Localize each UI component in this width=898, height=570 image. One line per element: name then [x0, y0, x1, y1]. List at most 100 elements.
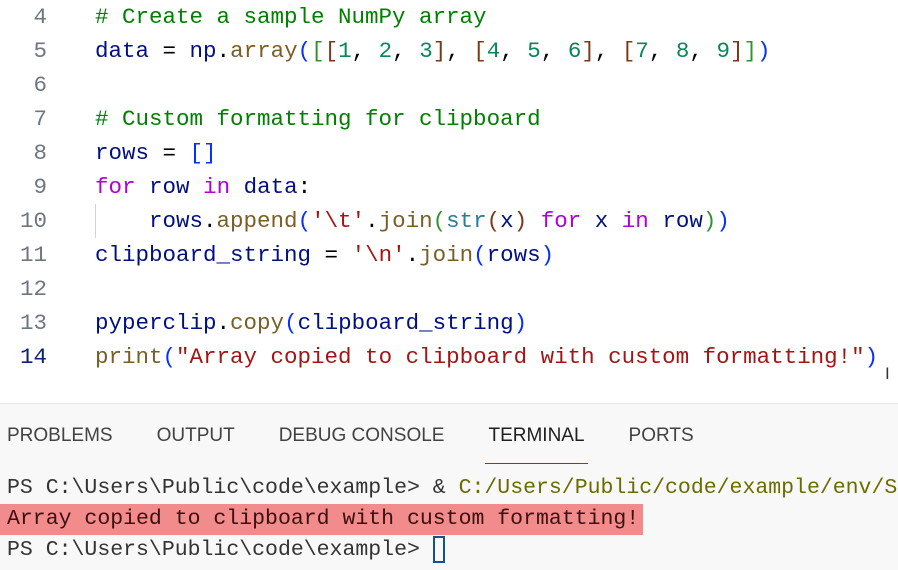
line-number: 14: [19, 344, 47, 370]
code-text: print("Array copied to clipboard with cu…: [95, 340, 878, 374]
code-token: [: [473, 38, 487, 64]
code-token: 6: [567, 38, 582, 64]
line-number: 12: [19, 276, 47, 302]
code-token: [: [311, 38, 325, 64]
code-token: ,: [500, 38, 528, 64]
code-token: (: [284, 310, 298, 336]
code-token: rows: [486, 242, 541, 268]
code-token: [608, 208, 622, 234]
line-number: 13: [19, 310, 47, 336]
panel-tabs: PROBLEMS OUTPUT DEBUG CONSOLE TERMINAL P…: [7, 424, 738, 464]
code-token: ,: [689, 38, 717, 64]
code-token: for: [540, 208, 582, 234]
code-token: ): [756, 38, 771, 64]
terminal-line-prompt[interactable]: PS C:\Users\Public\code\example>: [7, 535, 445, 566]
code-token: join: [419, 242, 474, 268]
code-token: ]: [581, 38, 595, 64]
code-token: str: [446, 208, 487, 234]
code-token: clipboard_string: [297, 310, 514, 336]
code-token: [649, 208, 663, 234]
code-token: =: [149, 140, 190, 166]
code-token: .: [203, 208, 217, 234]
code-text: data = np.array([[1, 2, 3], [4, 5, 6], […: [95, 34, 771, 68]
code-token: [: [621, 38, 636, 64]
code-text: rows = []: [95, 136, 217, 170]
code-token: x: [500, 208, 514, 234]
code-token: (: [297, 208, 312, 234]
code-token: # Create a sample NumPy array: [95, 4, 487, 30]
code-text: # Custom formatting for clipboard: [95, 102, 541, 136]
code-token: .: [216, 38, 231, 64]
code-token: 9: [716, 38, 730, 64]
code-token: data: [95, 38, 150, 64]
code-token: (: [432, 208, 447, 234]
code-token: '\t': [311, 208, 366, 234]
code-token: 7: [635, 38, 649, 64]
code-token: rows: [149, 208, 204, 234]
tab-ports[interactable]: PORTS: [628, 425, 694, 446]
code-token: ]: [432, 38, 447, 64]
code-token: ]: [729, 38, 744, 64]
line-number: 11: [19, 242, 47, 268]
code-token: ): [513, 208, 528, 234]
code-token: np: [189, 38, 217, 64]
code-token: 2: [378, 38, 393, 64]
line-number: 6: [33, 72, 47, 98]
code-token: array: [230, 38, 298, 64]
text-cursor-icon: I: [885, 364, 890, 383]
code-token: [190, 174, 204, 200]
line-number: 4: [33, 4, 47, 30]
code-token: ,: [540, 38, 568, 64]
line-number: 10: [19, 208, 47, 234]
code-token: ,: [594, 38, 622, 64]
code-token: ]: [743, 38, 757, 64]
code-token: ,: [351, 38, 379, 64]
code-token: x: [594, 208, 609, 234]
code-token: '\n': [351, 242, 406, 268]
code-token: ,: [648, 38, 676, 64]
code-token: ): [716, 208, 730, 234]
code-token: 4: [486, 38, 501, 64]
bottom-panel: PROBLEMS OUTPUT DEBUG CONSOLE TERMINAL P…: [0, 403, 898, 570]
code-token: # Custom formatting for clipboard: [95, 106, 541, 132]
terminal-cursor: [432, 535, 445, 563]
code-token: append: [216, 208, 298, 234]
code-token: [230, 174, 244, 200]
code-token: for: [95, 174, 136, 200]
terminal-output-highlighted: Array copied to clipboard with custom fo…: [0, 504, 644, 535]
code-token: ,: [446, 38, 474, 64]
tab-output[interactable]: OUTPUT: [156, 425, 235, 446]
code-token: 5: [527, 38, 541, 64]
tab-terminal[interactable]: TERMINAL: [485, 424, 588, 464]
line-number: 8: [33, 140, 47, 166]
terminal-command-path: C:/Users/Public/code/example/env/S: [458, 476, 898, 500]
code-token: ): [540, 242, 555, 268]
code-token: (: [486, 208, 501, 234]
code-token: =: [311, 242, 352, 268]
terminal-prompt: PS C:\Users\Public\code\example>: [7, 476, 433, 500]
code-token: =: [149, 38, 190, 64]
code-token: clipboard_string: [95, 242, 312, 268]
code-text: for row in data:: [95, 170, 311, 204]
code-token: []: [189, 140, 217, 166]
line-number: 5: [33, 38, 47, 64]
terminal-prompt: PS C:\Users\Public\code\example>: [7, 538, 433, 562]
code-token: ,: [392, 38, 420, 64]
tab-debug-console[interactable]: DEBUG CONSOLE: [278, 425, 445, 446]
terminal-line-command[interactable]: PS C:\Users\Public\code\example> & C:/Us…: [7, 473, 897, 504]
code-token: copy: [230, 310, 285, 336]
code-token: in: [203, 174, 231, 200]
code-token: (: [473, 242, 487, 268]
code-token: [95, 208, 149, 234]
code-token: "Array copied to clipboard with custom f…: [176, 344, 865, 370]
code-token: data: [243, 174, 298, 200]
tab-problems[interactable]: PROBLEMS: [7, 425, 113, 446]
code-text: # Create a sample NumPy array: [95, 0, 487, 34]
code-text: clipboard_string = '\n'.join(rows): [95, 238, 554, 272]
code-token: rows: [95, 140, 150, 166]
code-token: :: [297, 174, 312, 200]
line-number: 9: [33, 174, 47, 200]
code-token: [581, 208, 595, 234]
code-token: (: [162, 344, 177, 370]
